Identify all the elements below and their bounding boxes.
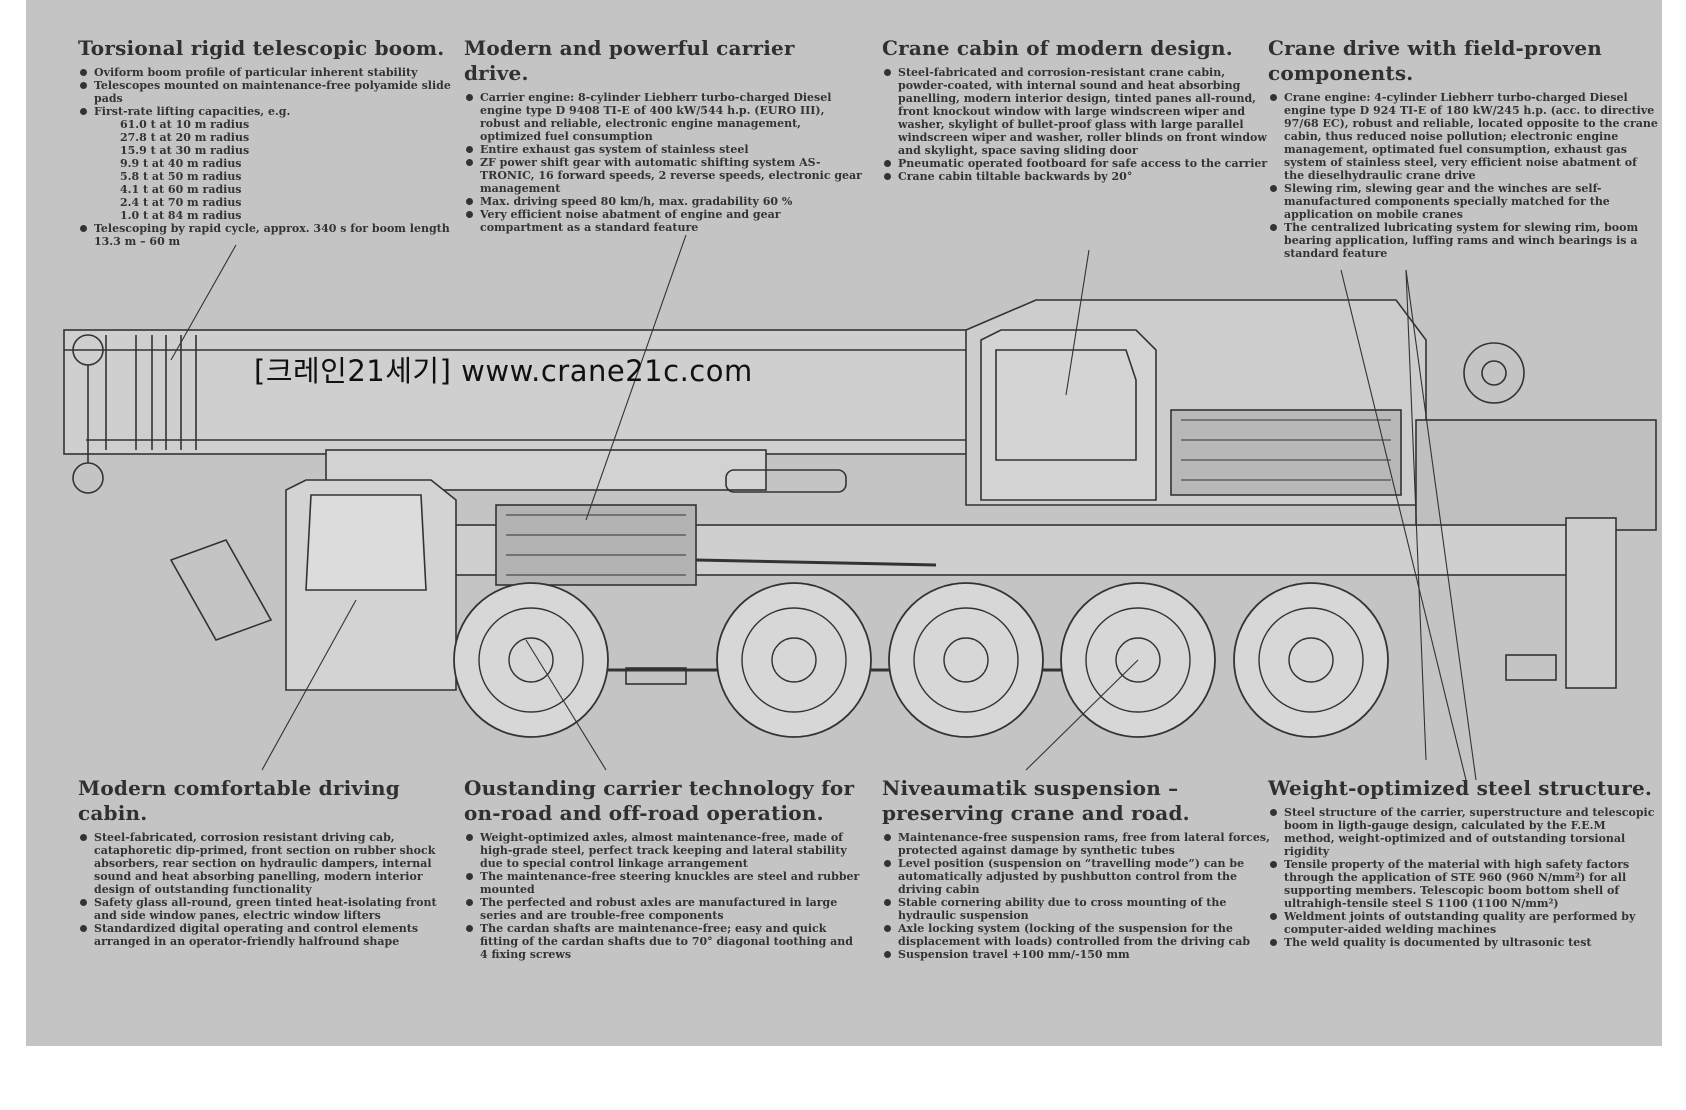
bullet-item: Very efficient noise abatment of engine …: [464, 208, 864, 234]
section-crane-drive: Crane drive with field-proven components…: [1268, 36, 1658, 260]
wheel-2: [716, 582, 872, 738]
bullet-item: Maintenance-free suspension rams, free f…: [882, 831, 1274, 857]
bullet-item: Slewing rim, slewing gear and the winche…: [1268, 182, 1658, 221]
section-title: Torsional rigid telescopic boom.: [78, 36, 445, 60]
bullet-item: Stable cornering ability due to cross mo…: [882, 896, 1274, 922]
bullet-item: Suspension travel +100 mm/-150 mm: [882, 948, 1274, 961]
section-boom: Torsional rigid telescopic boom. Oviform…: [78, 36, 458, 248]
bullet-item: Level position (suspension on “travellin…: [882, 857, 1274, 896]
watermark: [크레인21세기] www.crane21c.com: [254, 354, 753, 388]
bullet-item: The maintenance-free steering knuckles a…: [464, 870, 864, 896]
bullet-item: The weld quality is documented by ultras…: [1268, 936, 1658, 949]
bullet-item: Entire exhaust gas system of stainless s…: [464, 143, 864, 156]
leader-lines: [170, 234, 1477, 781]
brochure-sheet: [크레인21세기] www.crane21c.com Torsional rig…: [26, 0, 1662, 1046]
section-title: Crane drive with field-proven components…: [1268, 36, 1602, 85]
section-suspension: Niveaumatik suspension – preserving cran…: [882, 776, 1274, 961]
section-driving-cabin: Modern comfortable driving cabin. Steel-…: [78, 776, 458, 948]
counterweight: [1415, 419, 1657, 531]
capacity-line: 27.8 t at 20 m radius: [120, 131, 250, 144]
section-title: Niveaumatik suspension – preserving cran…: [882, 776, 1190, 825]
bullet-item: Weldment joints of outstanding quality a…: [1268, 910, 1658, 936]
section-carrier-technology: Oustanding carrier technology for on-roa…: [464, 776, 864, 961]
bullet-item: The perfected and robust axles are manuf…: [464, 896, 864, 922]
crane-cabin-outline: [980, 329, 1157, 501]
carrier-engine: [495, 504, 697, 586]
bullet-item: Telescoping by rapid cycle, approx. 340 …: [78, 222, 458, 248]
bullet-item: Tensile property of the material with hi…: [1268, 858, 1658, 910]
bullet-item: Weight-optimized axles, almost maintenan…: [464, 831, 864, 870]
bullet-item: Oviform boom profile of particular inher…: [78, 66, 458, 79]
capacity-line: 2.4 t at 70 m radius: [120, 196, 242, 209]
crane-engine: [1170, 409, 1402, 496]
wheel-5: [1233, 582, 1389, 738]
capacity-line: 1.0 t at 84 m radius: [120, 209, 242, 222]
bullet-item: First-rate lifting capacities, e.g.: [78, 105, 458, 118]
wheel-1: [453, 582, 609, 738]
section-carrier-drive: Modern and powerful carrier drive. Carri…: [464, 36, 864, 234]
wheel-3: [888, 582, 1044, 738]
section-crane-cabin: Crane cabin of modern design. Steel-fabr…: [882, 36, 1274, 183]
section-title: Weight-optimized steel structure.: [1268, 776, 1653, 800]
capacity-line: 4.1 t at 60 m radius: [120, 183, 242, 196]
section-steel-structure: Weight-optimized steel structure. Steel …: [1268, 776, 1658, 949]
bullet-item: Standardized digital operating and contr…: [78, 922, 458, 948]
bullet-item: Max. driving speed 80 km/h, max. gradabi…: [464, 195, 864, 208]
bullet-item: The centralized lubricating system for s…: [1268, 221, 1658, 260]
bullet-item: Pneumatic operated footboard for safe ac…: [882, 157, 1274, 170]
section-title: Oustanding carrier technology for on-roa…: [464, 776, 855, 825]
bullet-item: Telescopes mounted on maintenance-free p…: [78, 79, 458, 105]
crane-technical-drawing: [63, 234, 1657, 781]
capacity-line: 15.9 t at 30 m radius: [120, 144, 250, 157]
bullet-item: Steel-fabricated and corrosion-resistant…: [882, 66, 1274, 157]
wheel-set: [453, 582, 1389, 738]
bullet-item: Axle locking system (locking of the susp…: [882, 922, 1274, 948]
bullet-item: Carrier engine: 8-cylinder Liebherr turb…: [464, 91, 864, 143]
bullet-item: Steel structure of the carrier, superstr…: [1268, 806, 1658, 858]
cardan-shaft: [695, 558, 937, 567]
bullet-item: Crane cabin tiltable backwards by 20°: [882, 170, 1274, 183]
section-title: Crane cabin of modern design.: [882, 36, 1233, 60]
bullet-item: Safety glass all-round, green tinted hea…: [78, 896, 458, 922]
capacity-line: 9.9 t at 40 m radius: [120, 157, 242, 170]
section-title: Modern comfortable driving cabin.: [78, 776, 400, 825]
capacity-line: 5.8 t at 50 m radius: [120, 170, 242, 183]
capacity-line: 61.0 t at 10 m radius: [120, 118, 250, 131]
bullet-item: Crane engine: 4-cylinder Liebherr turbo-…: [1268, 91, 1658, 182]
bullet-item: The cardan shafts are maintenance-free; …: [464, 922, 864, 961]
bullet-item: Steel-fabricated, corrosion resistant dr…: [78, 831, 458, 896]
section-title: Modern and powerful carrier drive.: [464, 36, 795, 85]
bullet-item: ZF power shift gear with automatic shift…: [464, 156, 864, 195]
